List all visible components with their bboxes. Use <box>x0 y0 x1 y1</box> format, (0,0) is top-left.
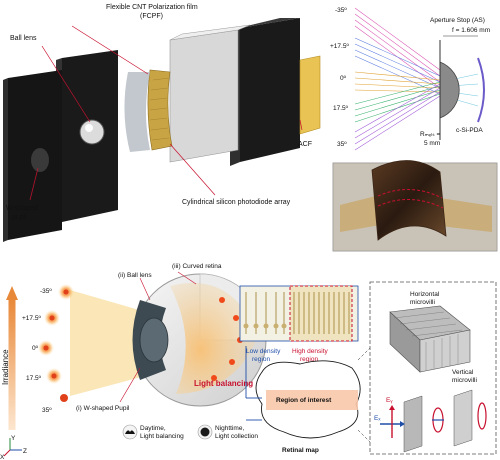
source-angle-4: 17.5º <box>26 375 42 382</box>
roi-label: Region of interest <box>276 397 332 404</box>
irradiance-bar <box>8 300 16 430</box>
panel-f-microvilli: Horizontal microvilli Vertical microvill… <box>369 281 497 455</box>
high-density-label-2: region <box>300 356 318 363</box>
nighttime-label-1: Nighttime, <box>215 425 244 432</box>
vertical-microvilli-label-2: microvilli <box>452 377 477 384</box>
ey-label: Eᵧ <box>386 397 393 404</box>
aperture-stop-label: Aperture Stop (AS) <box>430 17 485 24</box>
ray-angle-3: 0º <box>340 75 347 82</box>
ball-lens <box>79 119 105 145</box>
ray-angle-1: -35º <box>335 7 347 14</box>
detector-surface <box>477 57 485 123</box>
ex-label: Eₓ <box>374 415 381 422</box>
ray-angle-2: +17.5º <box>330 43 349 50</box>
pupil-label-1: W-shaped <box>6 205 38 212</box>
detector-label: c-Si-PDA <box>456 127 483 134</box>
panel-d-eye-model: Irradiance -35º +17.5º 0º 17.5º 35º (i <box>0 263 267 460</box>
low-density-label-1: Low density <box>246 348 281 355</box>
photodiode-array-label: Cylindrical silicon photodiode array <box>182 199 291 206</box>
radius-label-2: 5 mm <box>424 140 440 147</box>
focal-length-label: f = 1.606 mm <box>452 27 490 34</box>
acf-film <box>299 55 321 135</box>
fcpf-film <box>124 72 150 152</box>
horizontal-microvilli-label-2: microvilli <box>410 299 435 306</box>
horizontal-microvilli-label-1: Horizontal <box>410 291 440 298</box>
ray-angle-5: 35º <box>337 141 347 148</box>
fcpf-label-2: (FCPF) <box>140 13 163 20</box>
silicon-block <box>169 29 239 163</box>
vertical-microvilli-label-1: Vertical <box>452 369 474 376</box>
panel-e-retinal-map: Low density region High density region R… <box>239 285 381 454</box>
high-density-box <box>289 285 353 342</box>
pupil-label-2: pupil <box>12 214 27 221</box>
pupil-callout: (i) W-shaped Pupil <box>76 405 130 412</box>
source-angle-2: +17.5º <box>22 315 41 322</box>
radius-label-1: Rₘₑₗₛ = <box>420 131 440 138</box>
axis-z-label: Z <box>23 448 27 455</box>
w-shaped-pupil <box>31 148 49 172</box>
axis-y-label: Y <box>11 435 16 442</box>
curved-photodiode <box>371 160 447 241</box>
retinal-map-label: Retinal map <box>282 447 319 454</box>
ball-lens-section <box>439 61 460 119</box>
ball-lens-label: Ball lens <box>10 35 37 42</box>
daytime-label-1: Daytime, <box>140 425 166 432</box>
source-angle-3: 0º <box>32 345 39 352</box>
panel-a-exploded-device: Flexible CNT Polarization film (FCPF) Ba… <box>3 4 321 242</box>
high-density-label-1: High density <box>292 348 329 355</box>
panel-b-ray-trace: -35º +17.5º 0º 17.5º 35º Aperture Stop (… <box>330 7 490 151</box>
fcpf-label-1: Flexible CNT Polarization film <box>106 4 198 11</box>
axis-x-label: X <box>0 454 5 460</box>
irradiance-arrow-head <box>6 286 18 300</box>
back-housing <box>240 18 300 162</box>
light-balancing-label: Light balancing <box>194 379 253 388</box>
polarizer-horizontal <box>403 395 423 453</box>
source-angle-5: 35º <box>42 407 52 414</box>
region-of-interest-band <box>266 390 358 410</box>
polarizer-vertical <box>453 389 473 447</box>
acf-label: ACF <box>298 141 312 148</box>
nighttime-label-2: Light collection <box>215 433 258 440</box>
irradiance-label: Irradiance <box>1 349 10 385</box>
ray-bundles <box>354 7 479 151</box>
curved-retina-callout: (iii) Curved retina <box>172 263 222 270</box>
ball-lens-callout: (ii) Ball lens <box>118 272 152 279</box>
source-angle-1: -35º <box>40 288 52 295</box>
ray-angle-4: 17.5º <box>333 105 349 112</box>
daytime-label-2: Light balancing <box>140 433 184 440</box>
panel-c-device-photo <box>332 160 498 252</box>
curved-retina <box>170 282 258 394</box>
low-density-label-2: region <box>252 356 270 363</box>
photoreceptor-cells <box>245 292 350 334</box>
